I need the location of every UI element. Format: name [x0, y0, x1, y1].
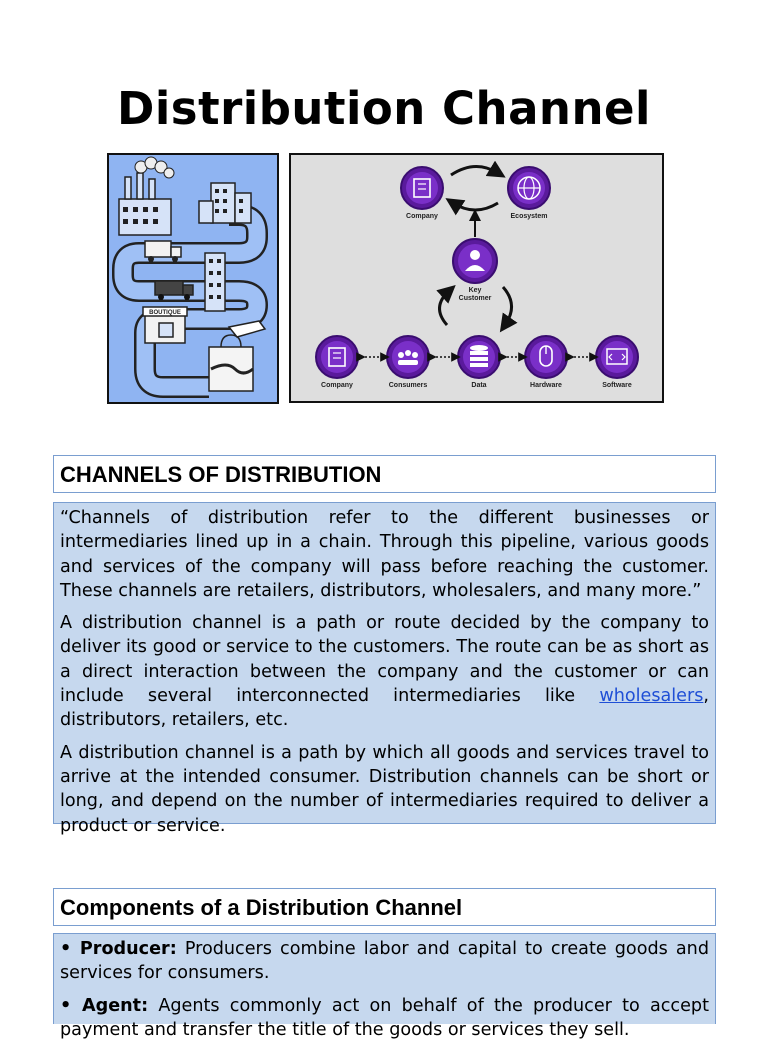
- paragraph-2-tail: , distributors, retailers, etc.: [60, 686, 709, 731]
- boutique-sign: BOUTIQUE: [149, 310, 181, 316]
- section-heading-components: Components of a Distribution Channel: [53, 888, 716, 926]
- producer-label: • Producer:: [60, 939, 177, 959]
- section-heading-channels: CHANNELS OF DISTRIBUTION: [53, 455, 716, 493]
- key-customer-icon: [452, 238, 498, 284]
- diagram-label-data: Data: [471, 382, 486, 389]
- bottom-company-icon: [315, 335, 359, 379]
- diagram-label-consumers: Consumers: [389, 382, 428, 389]
- ecosystem-diagram: Company Ecosystem Key Customer: [289, 153, 664, 403]
- paragraph-2-text: A distribution channel is a path or rout…: [60, 613, 709, 707]
- page-title: Distribution Channel: [117, 82, 651, 135]
- supply-chain-illustration: BOUTIQUE: [107, 153, 279, 404]
- hardware-mouse-icon: [524, 335, 568, 379]
- components-heading-text: Components of a Distribution Channel: [60, 895, 463, 920]
- diagram-label-customer: Customer: [459, 295, 492, 302]
- diagram-label-company-top: Company: [406, 213, 438, 220]
- component-item-agent: • Agent: Agents commonly act on behalf o…: [60, 994, 709, 1042]
- company-icon: [400, 166, 444, 210]
- channels-paragraph-1: “Channels of distribution refer to the d…: [60, 508, 709, 601]
- channels-paragraph-2: A distribution channel is a path or rout…: [60, 611, 709, 732]
- agent-text: Agents commonly act on behalf of the pro…: [60, 995, 709, 1040]
- data-database-icon: [457, 335, 501, 379]
- producer-text: Producers combine labor and capital to c…: [60, 939, 709, 984]
- channels-content: “Channels of distribution refer to the d…: [53, 502, 716, 836]
- components-content: • Producer: Producers combine labor and …: [53, 933, 716, 1040]
- component-item-producer: • Producer: Producers combine labor and …: [60, 937, 709, 986]
- diagram-label-company-bottom: Company: [321, 382, 353, 389]
- diagram-label-key: Key: [469, 287, 482, 294]
- diagram-label-software: Software: [602, 382, 632, 389]
- diagram-label-ecosystem: Ecosystem: [511, 213, 548, 220]
- channels-heading-text: CHANNELS OF DISTRIBUTION: [60, 462, 382, 487]
- agent-label: • Agent:: [60, 995, 149, 1016]
- wholesalers-link[interactable]: wholesalers: [599, 686, 704, 707]
- diagram-label-hardware: Hardware: [530, 382, 562, 389]
- consumers-icon: [386, 335, 430, 379]
- ecosystem-globe-icon: [507, 166, 551, 210]
- channels-paragraph-3: A distribution channel is a path by whic…: [60, 742, 709, 836]
- software-code-icon: [595, 335, 639, 379]
